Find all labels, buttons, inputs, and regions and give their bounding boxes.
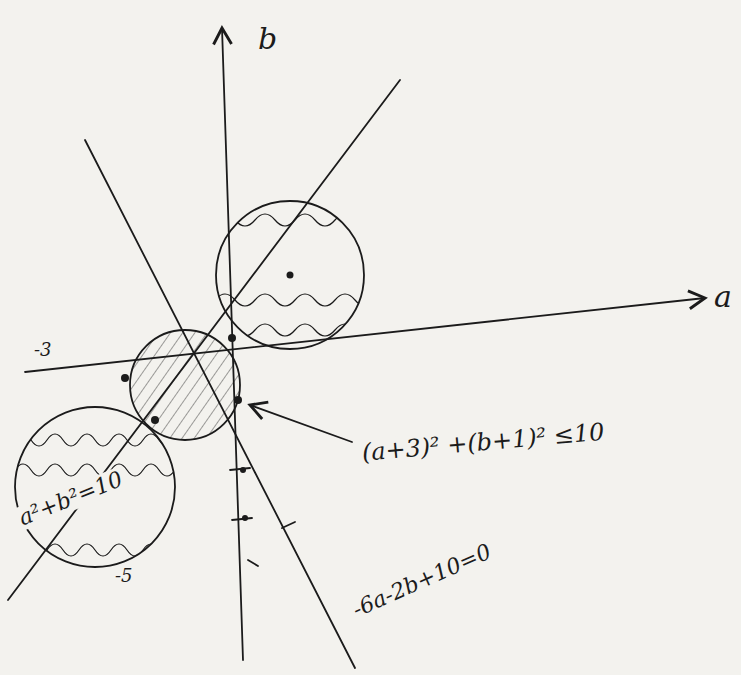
- b-axis: [222, 28, 243, 660]
- a-axis: [25, 298, 705, 372]
- circle: [130, 330, 240, 440]
- inequality-label: (a+3)² +(b+1)² ≤10: [359, 419, 608, 467]
- equation-label: -6a-2b+10=0: [347, 539, 497, 623]
- pointer-arrow: [250, 405, 352, 442]
- axis-label: b: [256, 22, 279, 55]
- tick-label: -3: [32, 340, 54, 360]
- diagonal-line: [8, 80, 400, 600]
- axis-label: a: [712, 280, 734, 313]
- tick-label: -5: [113, 566, 135, 586]
